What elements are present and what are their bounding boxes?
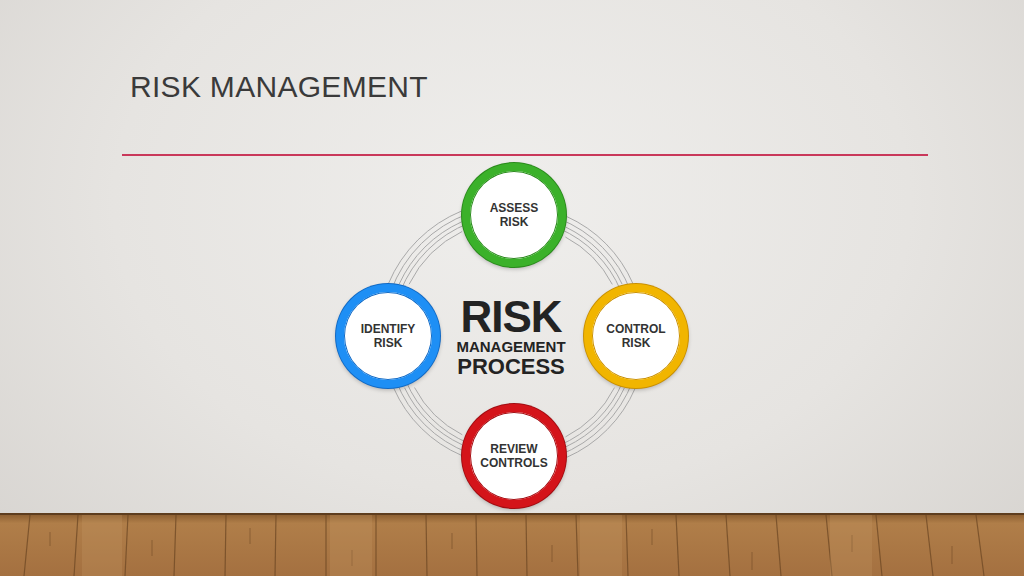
process-circle: ASSESS RISK [462,163,566,267]
cycle-arc [388,211,469,291]
slide-title: RISK MANAGEMENT [130,70,428,104]
centre-label: PROCESS [0,356,1022,378]
process-circle: CONTROL RISK [584,284,688,388]
process-circle: IDENTIFY RISK [336,284,440,388]
step-label: IDENTIFY RISK [352,322,424,350]
cycle-arc [559,381,635,458]
title-rule [122,154,928,156]
cycle-arc [559,216,633,291]
process-circle: REVIEW CONTROLS [462,404,566,508]
centre-heading: RISKMANAGEMENTPROCESS [0,296,1022,378]
centre-label: RISK [0,296,1022,338]
centre-label: MANAGEMENT [0,338,1022,356]
step-label: ASSESS RISK [478,201,550,229]
step-label: CONTROL RISK [600,322,672,350]
cycle-arc [394,381,469,455]
step-label: REVIEW CONTROLS [478,442,550,470]
